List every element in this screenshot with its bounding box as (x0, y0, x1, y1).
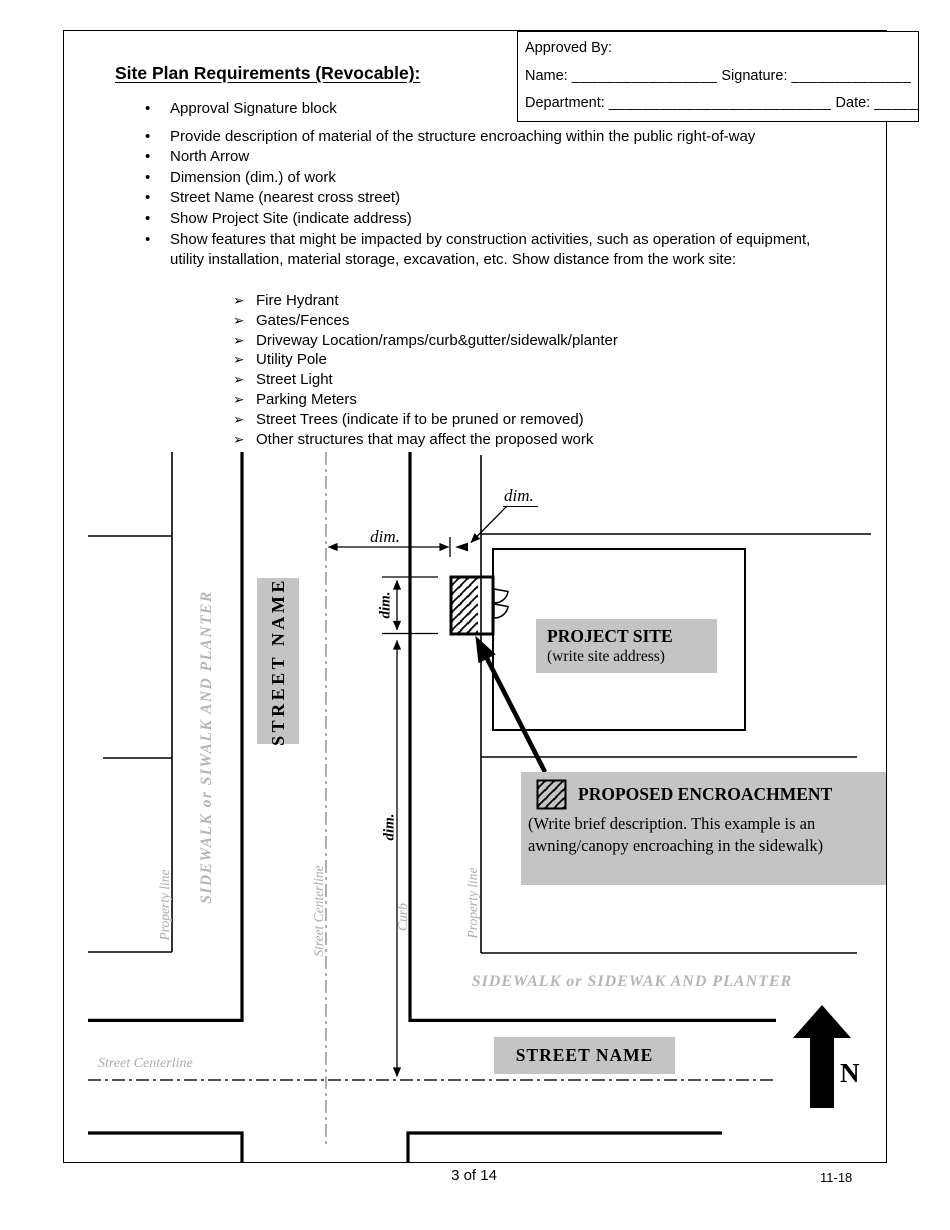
project-site-subtitle: (write site address) (547, 648, 665, 665)
proposed-encroachment-legend: PROPOSED ENCROACHMENT (Write brief descr… (521, 772, 886, 885)
department-label: Department: (525, 95, 605, 111)
bullet-text: Dimension (dim.) of work (170, 168, 336, 186)
sub-bullet-text: Other structures that may affect the pro… (256, 430, 594, 448)
signature-blank-line: ______________ (791, 67, 912, 84)
property-line-left-label: Property line (157, 869, 172, 941)
arrow-bullet-icon: ➢ (233, 431, 245, 447)
bullet-text: Show features that might be impacted by … (170, 230, 811, 269)
sub-bullet-text: Street Trees (indicate if to be pruned o… (256, 410, 584, 428)
bullet-icon: • (145, 148, 151, 166)
arrow-bullet-icon: ➢ (233, 312, 245, 328)
bullet-text: Provide description of material of the s… (170, 127, 756, 145)
sub-bullet-text: Street Light (256, 371, 333, 389)
sub-bullet-text: Driveway Location/ramps/curb&gutter/side… (256, 331, 618, 349)
impacted-features-list: ➢ Fire Hydrant ➢ Gates/Fences ➢ Driveway Lo… (233, 291, 793, 449)
sub-bullet-text: Parking Meters (256, 390, 357, 408)
bullet-icon: • (145, 209, 151, 227)
legend-desc-line: (Write brief description. This example i… (528, 814, 816, 833)
street-name-bottom-label: STREET NAME (515, 1045, 654, 1065)
bullet-text: Approval Signature block (170, 100, 337, 117)
bullet-item: • Approval Signature block (145, 99, 890, 120)
sub-bullet-item: ➢ Utility Pole (233, 350, 793, 370)
legend-desc-line: awning/canopy encroaching in the sidewal… (528, 835, 824, 855)
curb-label: Curb (395, 903, 410, 931)
bullet-item: • Street Name (nearest cross street) (145, 188, 890, 209)
sub-bullet-item: ➢ Fire Hydrant (233, 291, 793, 311)
street-name-left-box: STREET NAME (257, 576, 299, 746)
hatch-swatch-icon (536, 779, 567, 810)
approval-signature-block: Approved By: Name: _________________ Sig… (517, 31, 919, 122)
arrow-bullet-icon: ➢ (233, 391, 245, 407)
property-line-right-label: Property line (465, 867, 480, 939)
name-label: Name: (525, 67, 568, 84)
sub-bullet-text: Utility Pole (256, 351, 327, 369)
approval-department-row: Department: __________________________ D… (525, 90, 918, 118)
arrow-bullet-icon: ➢ (233, 352, 245, 368)
approved-by-label: Approved By: (525, 40, 613, 56)
date-blank-line: ______ (874, 95, 918, 111)
bullet-icon: • (145, 127, 151, 145)
legend-header: PROPOSED ENCROACHMENT (521, 772, 886, 810)
bullet-icon: • (145, 100, 151, 117)
bullet-text: North Arrow (170, 148, 250, 166)
dim-vertical-small-label: dim. (377, 591, 394, 619)
bullet-item: • Show features that might be impacted by… (145, 230, 890, 271)
legend-description: (Write brief description. This example i… (521, 810, 886, 856)
sub-bullet-item: ➢ Other structures that may affect the pr… (233, 430, 793, 450)
bullet-item: • Provide description of material of the … (145, 127, 890, 148)
sub-bullet-item: ➢ Gates/Fences (233, 311, 793, 331)
page-title: Site Plan Requirements (Revocable): (115, 63, 421, 83)
name-blank-line: _________________ (571, 67, 718, 84)
bullet-item: • Dimension (dim.) of work (145, 168, 890, 189)
sub-bullet-item: ➢ Parking Meters (233, 390, 793, 410)
project-site-box: PROJECT SITE (write site address) (536, 619, 717, 673)
approval-name-row: Name: _________________ Signature: _____… (525, 63, 918, 91)
requirements-list: • Approval Signature block • Provide descr… (145, 99, 890, 271)
arrow-bullet-icon: ➢ (233, 372, 245, 388)
dim-horizontal-label: dim. (370, 527, 400, 546)
arrow-bullet-icon: ➢ (233, 332, 245, 348)
bullet-icon: • (145, 168, 151, 186)
bullet-item: • North Arrow (145, 147, 890, 168)
north-label: N (840, 1058, 860, 1088)
sub-bullet-item: ➢ Street Trees (indicate if to be pruned … (233, 410, 793, 430)
bullet-text: Street Name (nearest cross street) (170, 189, 401, 207)
sub-bullet-text: Fire Hydrant (256, 292, 339, 309)
street-name-bottom-box: STREET NAME (494, 1037, 675, 1074)
sub-bullet-text: Gates/Fences (256, 311, 350, 329)
arrow-bullet-icon: ➢ (233, 293, 245, 308)
page-number: 3 of 14 (451, 1167, 497, 1184)
date-label: Date: (835, 95, 871, 111)
dim-vertical-long-label: dim. (381, 813, 398, 841)
bullet-icon: • (145, 230, 151, 248)
street-centerline-horizontal-label: Street Centerline (98, 1056, 193, 1071)
street-centerline-vertical-label: Street Centerline (311, 865, 326, 957)
bullet-icon: • (145, 189, 151, 207)
sidewalk-bottom-label: SIDEWALK or SIDEWAK AND PLANTER (471, 973, 793, 990)
doc-code: 11-18 (820, 1170, 853, 1185)
legend-title: PROPOSED ENCROACHMENT (578, 784, 833, 804)
signature-label: Signature: (721, 67, 788, 84)
sub-bullet-item: ➢ Driveway Location/ramps/curb&gutter/sid… (233, 331, 793, 351)
department-blank-line: __________________________ (608, 95, 832, 111)
bullet-item: • Show Project Site (indicate address) (145, 209, 890, 230)
bullet-text: Show Project Site (indicate address) (170, 209, 412, 227)
sidewalk-left-label: SIDEWALK or SIWALK AND PLANTER (198, 590, 215, 904)
project-site-title: PROJECT SITE (547, 626, 673, 646)
arrow-bullet-icon: ➢ (233, 411, 245, 427)
sub-bullet-item: ➢ Street Light (233, 370, 793, 390)
dim-leader-label: dim. (503, 486, 538, 507)
street-name-left-label: STREET NAME (267, 576, 288, 746)
